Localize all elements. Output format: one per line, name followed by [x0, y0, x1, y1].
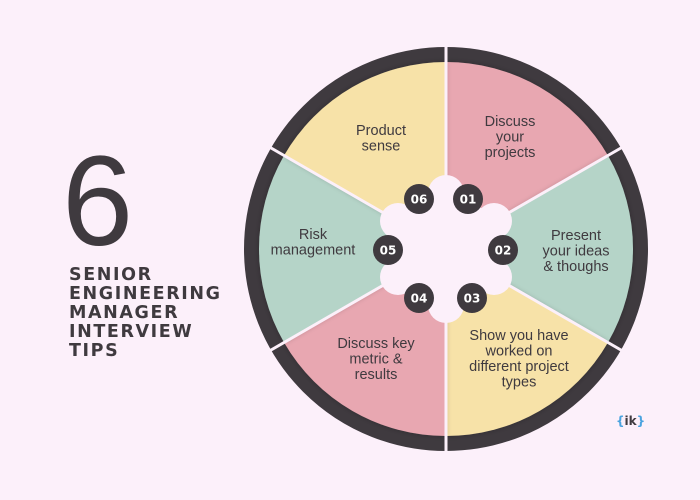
number-badge-02: 02 — [488, 235, 518, 265]
logo-brace-open: { — [616, 414, 625, 428]
ik-logo: {ik} — [616, 414, 645, 428]
headline-line: TIPS — [69, 341, 120, 361]
svg-text:04: 04 — [411, 292, 428, 306]
headline-line: ENGINEERING — [69, 284, 222, 304]
number-badge-04: 04 — [404, 283, 434, 313]
headline-line: SENIOR — [69, 265, 153, 285]
segment-05 — [259, 155, 446, 343]
number-badge-03: 03 — [457, 283, 487, 313]
segment-01 — [446, 62, 608, 249]
svg-text:02: 02 — [495, 244, 512, 258]
svg-text:03: 03 — [464, 292, 481, 306]
segment-02 — [446, 155, 633, 343]
logo-text: ik — [624, 414, 637, 428]
headline-line: INTERVIEW — [69, 322, 194, 342]
svg-text:01: 01 — [460, 193, 477, 207]
svg-text:05: 05 — [380, 244, 397, 258]
headline-line: MANAGER — [69, 303, 180, 323]
center-hub — [380, 175, 512, 323]
logo-brace-close: } — [636, 414, 646, 428]
number-badge-05: 05 — [373, 235, 403, 265]
number-badges: 01 02 03 04 05 06 — [373, 184, 518, 313]
segments — [259, 62, 633, 436]
number-badge-01: 01 — [453, 184, 483, 214]
svg-text:06: 06 — [411, 193, 428, 207]
headline: SENIOR ENGINEERING MANAGER INTERVIEW TIP… — [69, 266, 222, 361]
tips-count: 6 — [62, 130, 134, 273]
number-badge-06: 06 — [404, 184, 434, 214]
